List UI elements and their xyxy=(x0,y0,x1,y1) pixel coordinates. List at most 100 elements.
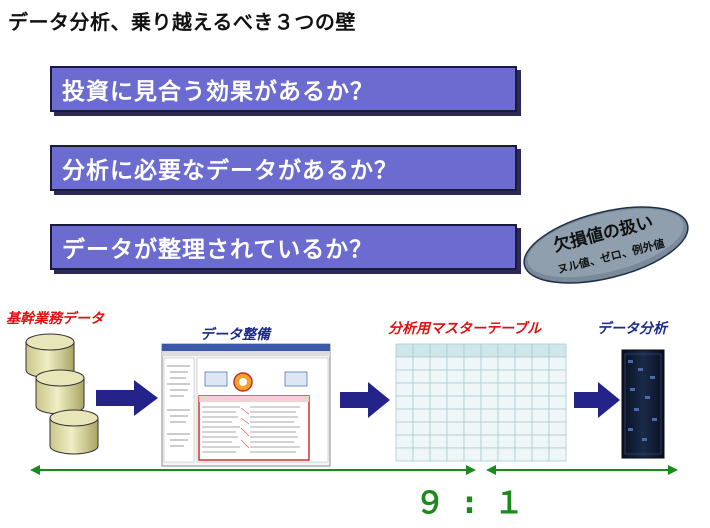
table-cell xyxy=(497,395,516,410)
table-cell xyxy=(395,434,414,449)
table-header-cell xyxy=(395,343,414,358)
question-text: 分析に必要なデータがあるか？ xyxy=(62,158,398,184)
table-cell xyxy=(531,434,550,449)
page-title: データ分析、乗り越えるべき３つの壁 xyxy=(8,10,356,34)
table-header-cell xyxy=(548,343,567,358)
table-cell xyxy=(514,408,533,423)
table-cell xyxy=(480,369,499,384)
table-cell xyxy=(395,447,414,462)
table-cell xyxy=(412,369,431,384)
ratio-span-arrow-1 xyxy=(486,465,678,475)
table-cell xyxy=(480,382,499,397)
table-cell xyxy=(497,369,516,384)
table-cell xyxy=(548,382,567,397)
table-cell xyxy=(446,356,465,371)
table-cell xyxy=(531,447,550,462)
flow-arrow-icon xyxy=(340,382,390,418)
table-cell xyxy=(480,356,499,371)
table-cell xyxy=(446,382,465,397)
master-table-grid xyxy=(395,343,567,462)
table-cell xyxy=(429,421,448,436)
table-cell xyxy=(531,356,550,371)
database-cylinders-icon xyxy=(25,333,99,455)
question-box-data-availability: 分析に必要なデータがあるか？ xyxy=(50,145,517,191)
table-cell xyxy=(429,434,448,449)
flow-arrow-icon xyxy=(96,380,158,416)
table-cell xyxy=(463,421,482,436)
table-cell xyxy=(395,421,414,436)
table-cell xyxy=(412,408,431,423)
table-cell xyxy=(497,408,516,423)
table-cell xyxy=(395,408,414,423)
table-cell xyxy=(497,447,516,462)
label-core-data: 基幹業務データ xyxy=(6,311,104,327)
table-cell xyxy=(446,408,465,423)
table-cell xyxy=(412,382,431,397)
table-cell xyxy=(548,408,567,423)
table-cell xyxy=(463,395,482,410)
table-cell xyxy=(429,382,448,397)
question-text: データが整理されているか？ xyxy=(62,237,374,263)
table-cell xyxy=(480,434,499,449)
table-cell xyxy=(429,395,448,410)
table-header-cell xyxy=(531,343,550,358)
table-cell xyxy=(514,434,533,449)
table-cell xyxy=(463,382,482,397)
table-cell xyxy=(395,369,414,384)
table-cell xyxy=(463,447,482,462)
table-cell xyxy=(412,421,431,436)
table-cell xyxy=(514,421,533,436)
table-header-cell xyxy=(463,343,482,358)
table-cell xyxy=(548,356,567,371)
flow-arrow-icon xyxy=(574,382,620,418)
table-cell xyxy=(395,395,414,410)
table-cell xyxy=(463,356,482,371)
server-rack-icon xyxy=(621,349,665,459)
effort-ratio: ９ : １ xyxy=(415,486,528,521)
table-cell xyxy=(548,447,567,462)
data-prep-tool-screenshot xyxy=(161,343,331,467)
table-cell xyxy=(412,356,431,371)
table-cell xyxy=(412,395,431,410)
question-box-data-organized: データが整理されているか？ xyxy=(50,224,517,270)
table-header-cell xyxy=(429,343,448,358)
table-cell xyxy=(548,369,567,384)
table-cell xyxy=(480,395,499,410)
table-cell xyxy=(429,447,448,462)
table-cell xyxy=(497,434,516,449)
table-cell xyxy=(395,356,414,371)
table-header-cell xyxy=(446,343,465,358)
table-cell xyxy=(531,421,550,436)
table-header-cell xyxy=(514,343,533,358)
table-cell xyxy=(548,395,567,410)
table-cell xyxy=(497,382,516,397)
table-cell xyxy=(514,395,533,410)
table-cell xyxy=(429,408,448,423)
table-cell xyxy=(514,369,533,384)
question-box-roi: 投資に見合う効果があるか？ xyxy=(50,66,517,112)
table-header-cell xyxy=(412,343,431,358)
ratio-span-arrow-9 xyxy=(30,465,476,475)
table-cell xyxy=(412,434,431,449)
table-cell xyxy=(531,395,550,410)
flow-diagram xyxy=(25,333,678,475)
table-cell xyxy=(429,356,448,371)
table-cell xyxy=(497,356,516,371)
table-cell xyxy=(463,408,482,423)
table-cell xyxy=(429,369,448,384)
table-cell xyxy=(531,369,550,384)
table-header-cell xyxy=(497,343,516,358)
table-cell xyxy=(514,447,533,462)
table-cell xyxy=(395,382,414,397)
table-cell xyxy=(446,369,465,384)
table-cell xyxy=(480,408,499,423)
table-header-cell xyxy=(480,343,499,358)
table-cell xyxy=(463,434,482,449)
table-cell xyxy=(412,447,431,462)
table-cell xyxy=(463,369,482,384)
table-cell xyxy=(548,434,567,449)
table-cell xyxy=(446,434,465,449)
table-cell xyxy=(480,447,499,462)
label-master-table: 分析用マスターテーブル xyxy=(388,321,542,337)
table-cell xyxy=(531,382,550,397)
